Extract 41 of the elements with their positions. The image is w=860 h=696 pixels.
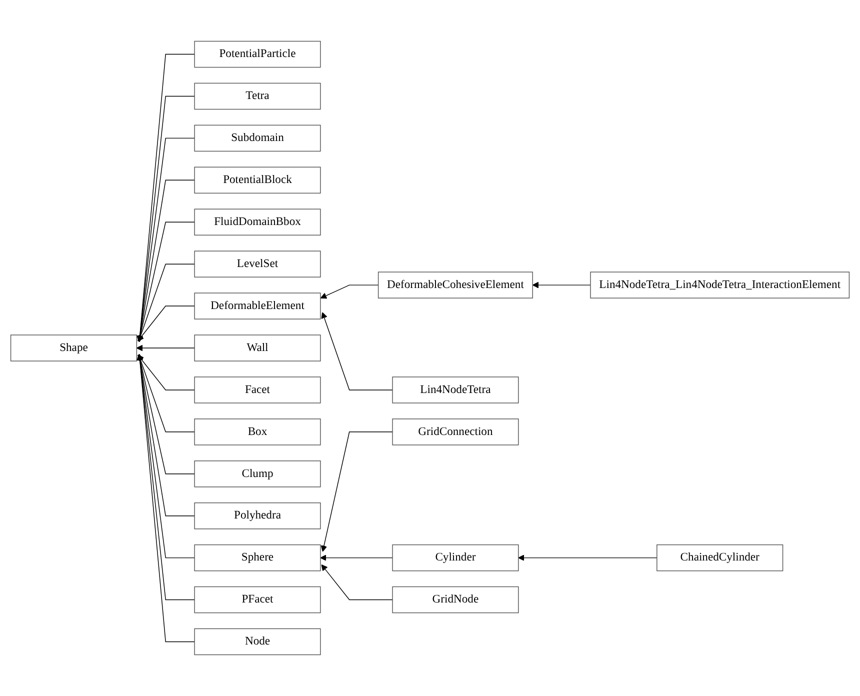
arrow (137, 306, 195, 342)
arrow (518, 554, 658, 561)
node-box: DeformableCohesiveElement (378, 272, 533, 298)
node-box: Wall (194, 334, 321, 362)
node-box: FluidDomainBbox (194, 208, 321, 236)
node-box: Lin4NodeTetra (392, 376, 519, 404)
node-box: PotentialBlock (194, 166, 321, 194)
arrow (138, 354, 195, 432)
node-box: GridNode (392, 586, 519, 614)
arrow (137, 354, 195, 474)
node-box: Clump (194, 460, 321, 488)
node-box: Tetra (194, 82, 321, 110)
node-box: Node (194, 628, 321, 656)
node-box: LevelSet (194, 250, 321, 278)
arrow (136, 354, 195, 558)
node-box: Box (194, 418, 321, 446)
node-box: GridConnection (392, 418, 519, 446)
arrow (136, 138, 195, 342)
node-box: PFacet (194, 586, 321, 614)
node-box: DeformableElement (194, 292, 321, 320)
node-box: ChainedCylinder (656, 544, 784, 572)
arrow (137, 222, 195, 342)
arrow (138, 264, 195, 342)
arrow (532, 282, 591, 288)
node-box: Lin4NodeTetra_Lin4NodeTetra_InteractionElement (590, 272, 850, 298)
arrow (321, 312, 393, 390)
node-box: Facet (194, 376, 321, 404)
arrow (137, 354, 195, 390)
node-box: Cylinder (392, 544, 519, 572)
arrow (320, 432, 393, 552)
arrow (136, 354, 195, 516)
node-box: Sphere (194, 544, 321, 572)
node-box: PotentialParticle (194, 40, 321, 68)
node-box: Polyhedra (194, 502, 321, 530)
arrow (320, 554, 393, 561)
node-box: Shape (10, 334, 138, 362)
arrow (136, 180, 195, 342)
arrow (136, 344, 195, 352)
node-box: Subdomain (194, 124, 321, 152)
arrow (321, 564, 393, 600)
arrow (320, 284, 379, 299)
